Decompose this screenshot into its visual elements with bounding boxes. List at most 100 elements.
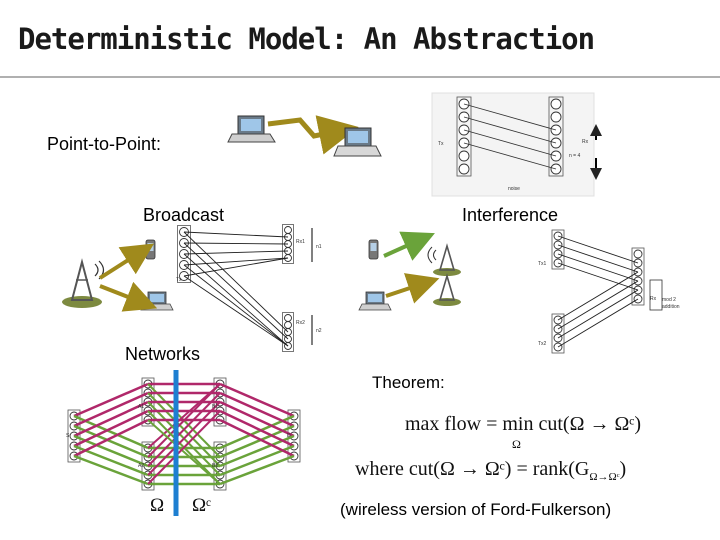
if-edge-direct [557,244,639,273]
bc-edge-rx2 [183,242,289,340]
broadcast-arrow-phone [98,243,155,280]
interference-phone-icon [368,239,379,260]
net-edge-a1-b2 [147,419,221,485]
p2p-tx-node [458,150,470,162]
svg-text:n = 4: n = 4 [569,153,580,159]
bc-edge-rx1 [183,257,289,266]
svg-text:S: S [66,433,70,439]
if-edge-direct [557,253,639,282]
svg-text:B1: B1 [212,404,218,410]
formula-line1: max flow = min cut(Ω → Ωᶜ) [405,413,642,435]
svg-text:Rx1: Rx1 [296,239,305,245]
p2p-rx-node [550,111,562,123]
omega-label: Ω [150,495,165,516]
net-edge-b1-d [219,400,295,438]
p2p-level-edge [463,116,557,144]
bc-rx2-node [284,314,292,322]
if-edge-cross [557,289,639,339]
ford-fulkerson-note: (wireless version of Ford-Fulkerson) [340,500,612,519]
if-edge-cross [557,298,639,348]
svg-text:Tx2: Tx2 [538,341,547,347]
bc-rx2-column [282,312,294,352]
net-edge-s-a1 [73,409,149,448]
net-edge-a2-b1 [147,401,221,476]
broadcast-label: Broadcast [143,205,225,225]
networks-label: Networks [125,344,201,364]
bc-rx1-node [284,226,292,234]
p2p-tx-column [456,96,472,177]
broadcast-arrow-laptop [99,281,158,312]
interference-label: Interference [462,205,559,225]
formula-where-cut: where cut(Ω → Ωᶜ) = rank(GΩ→Ωᶜ) [355,458,626,483]
interference-tower-bottom-icon [433,273,461,306]
p2p-tx-node [458,163,470,175]
theorem-label: Theorem: [372,373,445,392]
svg-text:Tx: Tx [176,277,182,283]
omega-complement-label: Ωᶜ [192,495,211,516]
svg-text:Tx: Tx [438,141,444,147]
p2p-level-edge [463,129,557,157]
net-s-column [67,409,81,463]
if-rx-node [633,249,643,259]
p2p-level-edge [463,103,557,131]
formula-max-flow: max flow = min cut(Ω → Ωᶜ) [405,413,641,436]
if-edge-direct [557,235,639,264]
interference-model-diagram: Tx1 Tx2 Rx mod 2 addition [538,229,680,354]
bc-edge-rx2 [183,253,289,347]
broadcast-phone-icon [145,239,156,260]
net-edge-s-a1 [73,391,149,428]
interference-tower-top-icon [427,243,461,276]
svg-text:B2: B2 [212,463,218,469]
net-d-column [287,409,301,463]
svg-text:mod 2: mod 2 [662,297,676,303]
p2p-laptop-tx-icon [227,115,276,143]
svg-text:Tx1: Tx1 [538,261,547,267]
svg-text:noise: noise [508,186,520,192]
bc-edge-rx2 [183,264,289,347]
slide-title: Deterministic Model: An Abstraction [18,22,595,56]
formula-line2-end: ) [619,458,627,480]
net-edge-s-a2 [73,454,149,486]
point-to-point-label: Point-to-Point: [47,134,162,154]
net-edge-a2-b1 [147,383,221,449]
svg-text:n2: n2 [316,328,322,334]
formula-rank-subscript: Ω→Ωᶜ [589,471,620,483]
if-tx2-column [551,313,565,354]
bc-edge-rx1 [183,242,289,245]
p2p-arrow [267,115,359,155]
net-edge-s-a1 [73,418,149,458]
bc-edge-rx1 [183,231,289,238]
net-edge-b1-d [219,382,295,418]
broadcast-tower-icon [62,258,105,308]
svg-text:Rx: Rx [582,139,589,145]
interference-arrow-olive [385,273,440,304]
if-edge-cross [557,280,639,330]
net-edge-b1-d [219,409,295,448]
svg-text:D: D [287,433,291,439]
formula-min-subscript: Ω [512,437,521,451]
svg-text:A2: A2 [138,463,144,469]
bc-rx2-node [284,321,292,329]
p2p-model-diagram: Tx noise Rx n = 4 [431,92,602,197]
bc-edge-rx2 [183,231,289,333]
svg-text:A1: A1 [138,404,144,410]
interference-arrow-green [383,231,435,261]
broadcast-laptop-icon [140,291,174,311]
broadcast-model-diagram: Tx Rx1 Rx2 n1 n2 [176,224,322,352]
interference-laptop-icon [358,291,392,311]
if-edge-direct [557,262,639,291]
svg-text:addition: addition [662,304,680,310]
svg-text:Rx: Rx [650,296,657,302]
p2p-laptop-rx-icon [333,127,382,157]
net-edge-b1-d [219,418,295,458]
net-edge-b1-d [219,391,295,428]
p2p-rx-column [548,96,564,177]
net-edge-s-a1 [73,382,149,418]
bc-edge-rx1 [183,250,289,255]
if-rx-column [631,247,645,306]
svg-text:Rx2: Rx2 [296,320,305,326]
net-edge-s-a1 [73,400,149,438]
bc-edge-rx2 [183,275,289,347]
if-tx1-column [551,229,565,270]
